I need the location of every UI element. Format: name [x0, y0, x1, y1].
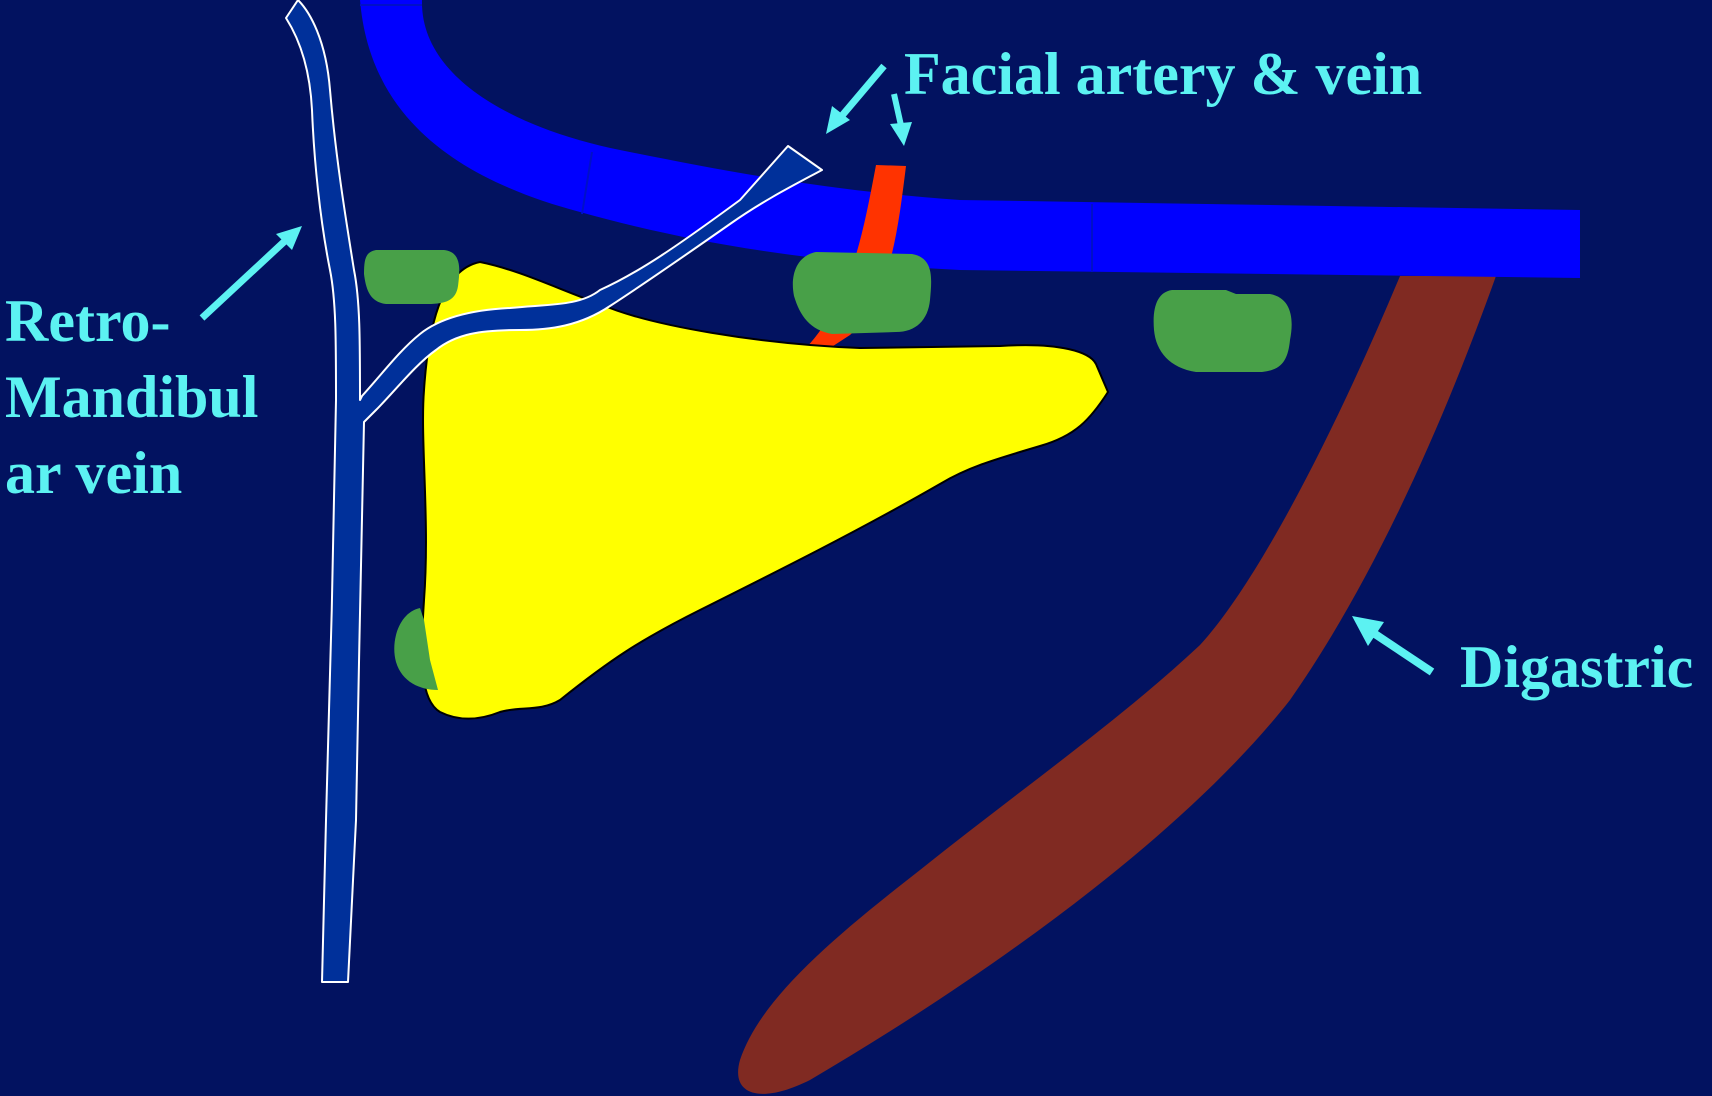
arrow-facial-artery	[826, 66, 884, 134]
label-retromandibular-vein: Retro- Mandibul ar vein	[5, 283, 258, 511]
lymph-node-top-middle	[793, 252, 931, 334]
lymph-node-top-left	[364, 250, 459, 304]
lymph-node-right	[1154, 290, 1292, 372]
label-retromandibular-line-1: Retro-	[5, 283, 258, 359]
label-retromandibular-line-3: ar vein	[5, 435, 258, 511]
arrow-digastric	[1352, 616, 1432, 672]
label-facial-artery-vein: Facial artery & vein	[904, 36, 1422, 112]
label-digastric: Digastric	[1460, 629, 1693, 705]
label-retromandibular-line-2: Mandibul	[5, 359, 258, 435]
